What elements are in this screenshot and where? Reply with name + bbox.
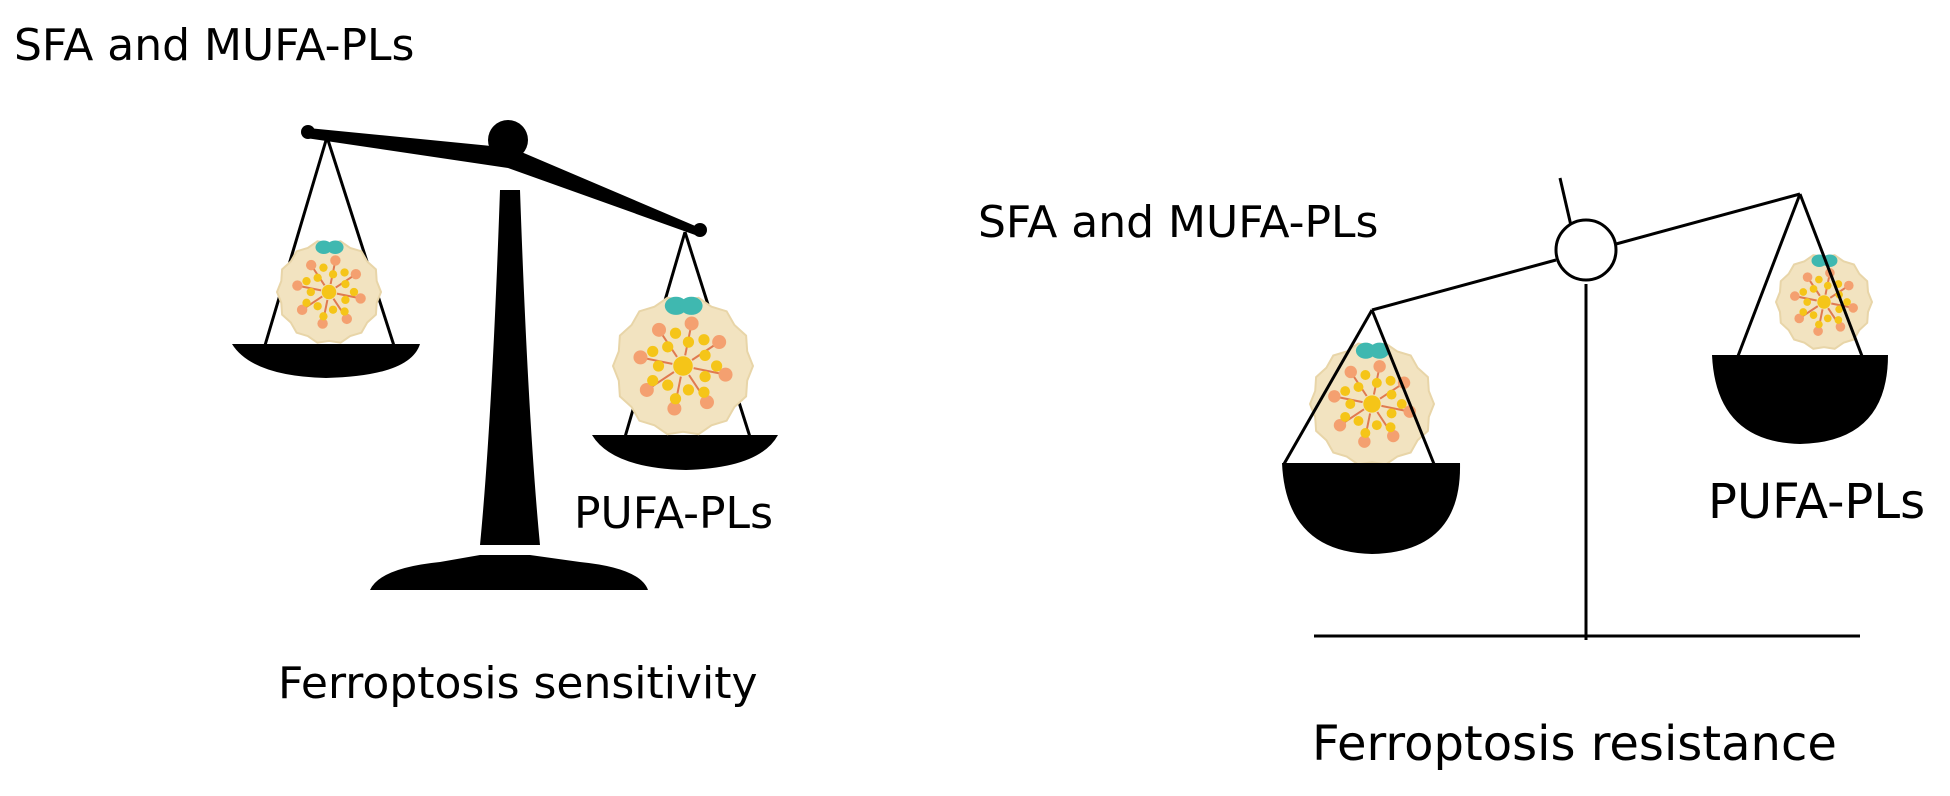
right-scale-pivot — [1554, 218, 1618, 282]
left-pufa-label: PUFA-PLs — [574, 488, 773, 539]
right-caption: Ferroptosis resistance — [1312, 716, 1837, 772]
right-pufa-label: PUFA-PLs — [1708, 474, 1926, 530]
right-scale-pan-right — [1712, 355, 1888, 444]
right-right-nanoparticle — [1774, 254, 1874, 350]
left-scale-base — [370, 555, 648, 590]
right-left-nanoparticle — [1308, 342, 1436, 466]
left-scale-pan-left — [232, 344, 420, 378]
left-scale-knob — [488, 120, 528, 160]
left-caption: Ferroptosis sensitivity — [278, 658, 758, 709]
right-balance-scale — [1282, 177, 1888, 640]
left-sfa-mufa-label: SFA and MUFA-PLs — [14, 20, 415, 71]
left-scale-pillar — [480, 190, 540, 545]
left-large-nanoparticle — [611, 296, 755, 436]
right-scale-beam-left — [1371, 258, 1557, 312]
right-scale-beam-right — [1615, 192, 1801, 246]
right-scale-pan-left — [1282, 463, 1461, 554]
left-scale-pan-right — [592, 435, 778, 470]
left-small-nanoparticle — [275, 240, 383, 344]
right-sfa-mufa-label: SFA and MUFA-PLs — [978, 197, 1379, 248]
